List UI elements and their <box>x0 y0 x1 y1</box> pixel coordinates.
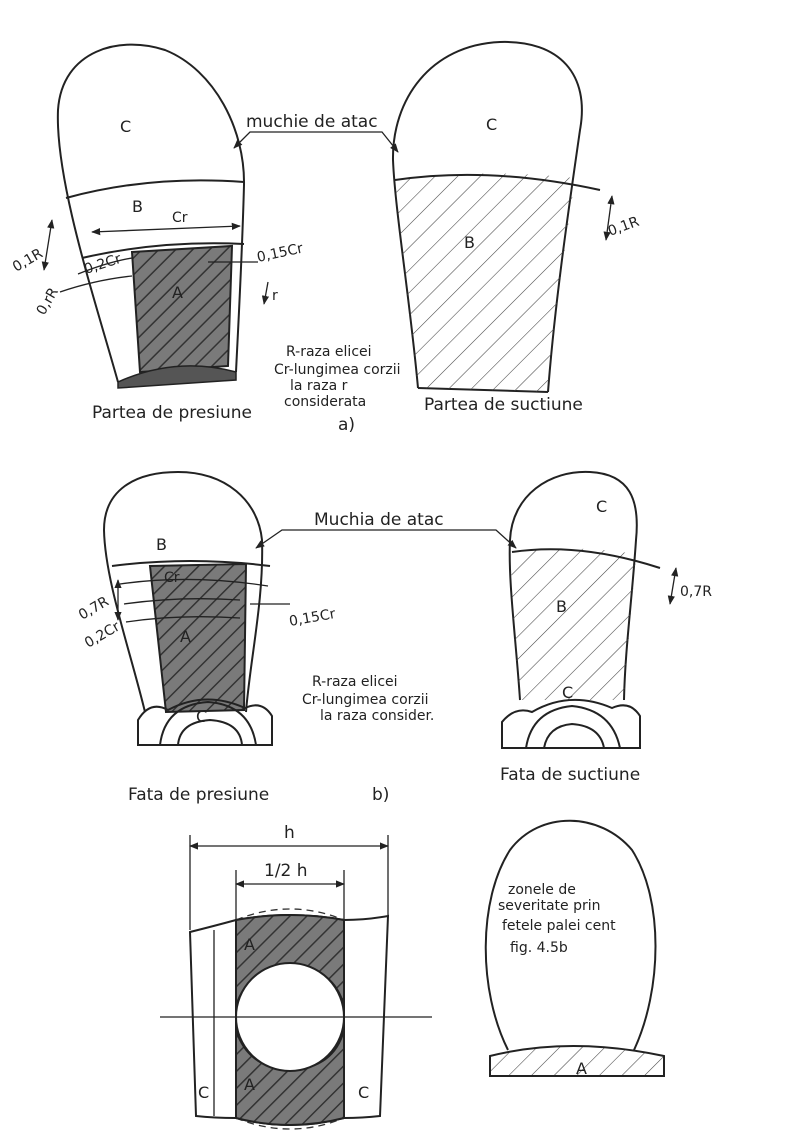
note-b-line3: la raza consider. <box>320 708 434 724</box>
note-a-line3: la raza r <box>290 378 348 394</box>
zone-b-right-label-a: B <box>464 233 475 252</box>
diagram-a: C C B B A muchie de atac Cr 0,1R 0,2Cr 0… <box>10 40 642 435</box>
hub-b-left-arc <box>159 700 257 746</box>
dim-02cr-label-a: 0,2Cr <box>82 251 123 278</box>
zone-c-right-top-label-b: C <box>596 497 607 516</box>
dim-cr-label-a: Cr <box>172 210 188 226</box>
zone-a-right-label-c: A <box>576 1059 587 1078</box>
arc-extra-b <box>125 616 241 623</box>
dim-r-label-a: r <box>272 288 278 304</box>
note-c-line4: fig. 4.5b <box>510 940 568 956</box>
hub-b-left <box>137 698 273 746</box>
arc-cr-b <box>119 578 269 587</box>
zone-c-left-label-c: C <box>198 1083 209 1102</box>
dim-half-h-label-c: 1/2 h <box>264 861 308 881</box>
note-b-line2: Cr-lungimea corzii <box>302 692 429 708</box>
caption-letter-b: b) <box>372 785 389 805</box>
zone-c-left-label-b: C <box>196 707 207 726</box>
blade-a-left-outline <box>56 43 246 383</box>
note-a-line1: R-raza elicei <box>286 344 372 360</box>
dim-02cr-label-b: 0,2Cr <box>82 619 123 652</box>
dim-0rr-label-a: 0,rR <box>34 285 62 318</box>
caption-right-a: Partea de suctiune <box>424 395 583 415</box>
dim-h-label-c: h <box>284 823 295 843</box>
dim-07r-right-label-b: 0,7R <box>680 584 712 600</box>
zone-b-left-label-b: B <box>156 535 167 554</box>
caption-letter-a: a) <box>338 415 355 435</box>
dim-r-line <box>261 281 270 305</box>
hub-b-left-inner <box>177 718 243 746</box>
dim-015cr-label-a: 0,15Cr <box>256 241 305 266</box>
zone-a-region <box>130 244 234 374</box>
dim-01r-line <box>41 219 55 271</box>
zone-c-right-label-a: C <box>486 115 497 134</box>
hub-b-right <box>501 699 641 749</box>
zone-a-region-b <box>148 562 248 714</box>
dim-07r-right-line-b <box>667 567 679 605</box>
zone-a-bottom-label-c: A <box>244 1075 255 1094</box>
leading-edge-label-a: muchie de atac <box>246 112 378 132</box>
dim-01r-right-label-a: 0,1R <box>606 214 642 240</box>
diagram-b: B A C C B C Muchia de atac Cr 0,7R 0,2Cr… <box>76 470 712 805</box>
arc-b-top-b <box>111 560 271 567</box>
dim-01r-right-line <box>603 195 615 241</box>
arc-02cr-b <box>123 598 241 605</box>
dim-01r-left-label-a: 0,1R <box>10 245 46 275</box>
zone-b-left-label-a: B <box>132 197 143 216</box>
hub-b-right-inner <box>543 722 605 749</box>
dim-015cr-label-b: 0,15Cr <box>288 606 337 630</box>
note-a-line4: considerata <box>284 394 366 410</box>
arc-01r-lower <box>59 275 133 293</box>
zone-a-label-b: A <box>180 627 191 646</box>
dim-07r-label-b: 0,7R <box>76 593 112 623</box>
note-c-line3: fetele palei cent <box>502 918 616 934</box>
zone-a-label-a: A <box>172 283 183 302</box>
zone-a-right-region-c <box>489 1045 665 1077</box>
caption-right-b: Fata de suctiune <box>500 765 640 785</box>
zone-b-right-region <box>395 173 575 392</box>
blade-b-left-outline <box>102 470 264 713</box>
zone-c-right-hub-label-b: C <box>562 683 573 702</box>
note-c-line2: severitate prin <box>498 898 600 914</box>
diagram-c: h 1/2 h A A C C zonele de severitate pri… <box>160 819 665 1130</box>
zone-c-left-label-a: C <box>120 117 131 136</box>
arc-b-c-left <box>65 179 245 199</box>
section-top-dash <box>235 908 345 921</box>
note-c-line1: zonele de <box>508 882 576 898</box>
zone-c-right-label-c: C <box>358 1083 369 1102</box>
leading-edge-label-b: Muchia de atac <box>314 510 444 530</box>
ellipse-blade <box>484 819 657 1051</box>
dim-cr-label-b: Cr <box>164 570 180 586</box>
arc-b-c-right <box>394 173 601 191</box>
caption-left-b: Fata de presiune <box>128 785 269 805</box>
dim-cr-line <box>91 222 241 236</box>
zone-b-right-region-b <box>511 548 636 700</box>
arc-b-a-left <box>81 242 245 259</box>
arc-02cr <box>77 257 133 275</box>
zone-b-right-label-b: B <box>556 597 567 616</box>
caption-left-a: Partea de presiune <box>92 403 252 423</box>
arc-b-c-right-b <box>511 548 661 569</box>
section-bottom-dash <box>235 1117 345 1130</box>
blade-a-left-root <box>117 365 237 389</box>
leading-edge-leader-b <box>255 529 517 549</box>
hub-b-right-arc <box>525 704 621 749</box>
zone-a-top-label-c: A <box>244 935 255 954</box>
note-a-line2: Cr-lungimea corzii <box>274 362 401 378</box>
note-b-line1: R-raza elicei <box>312 674 398 690</box>
leading-edge-leader-a <box>233 131 399 153</box>
